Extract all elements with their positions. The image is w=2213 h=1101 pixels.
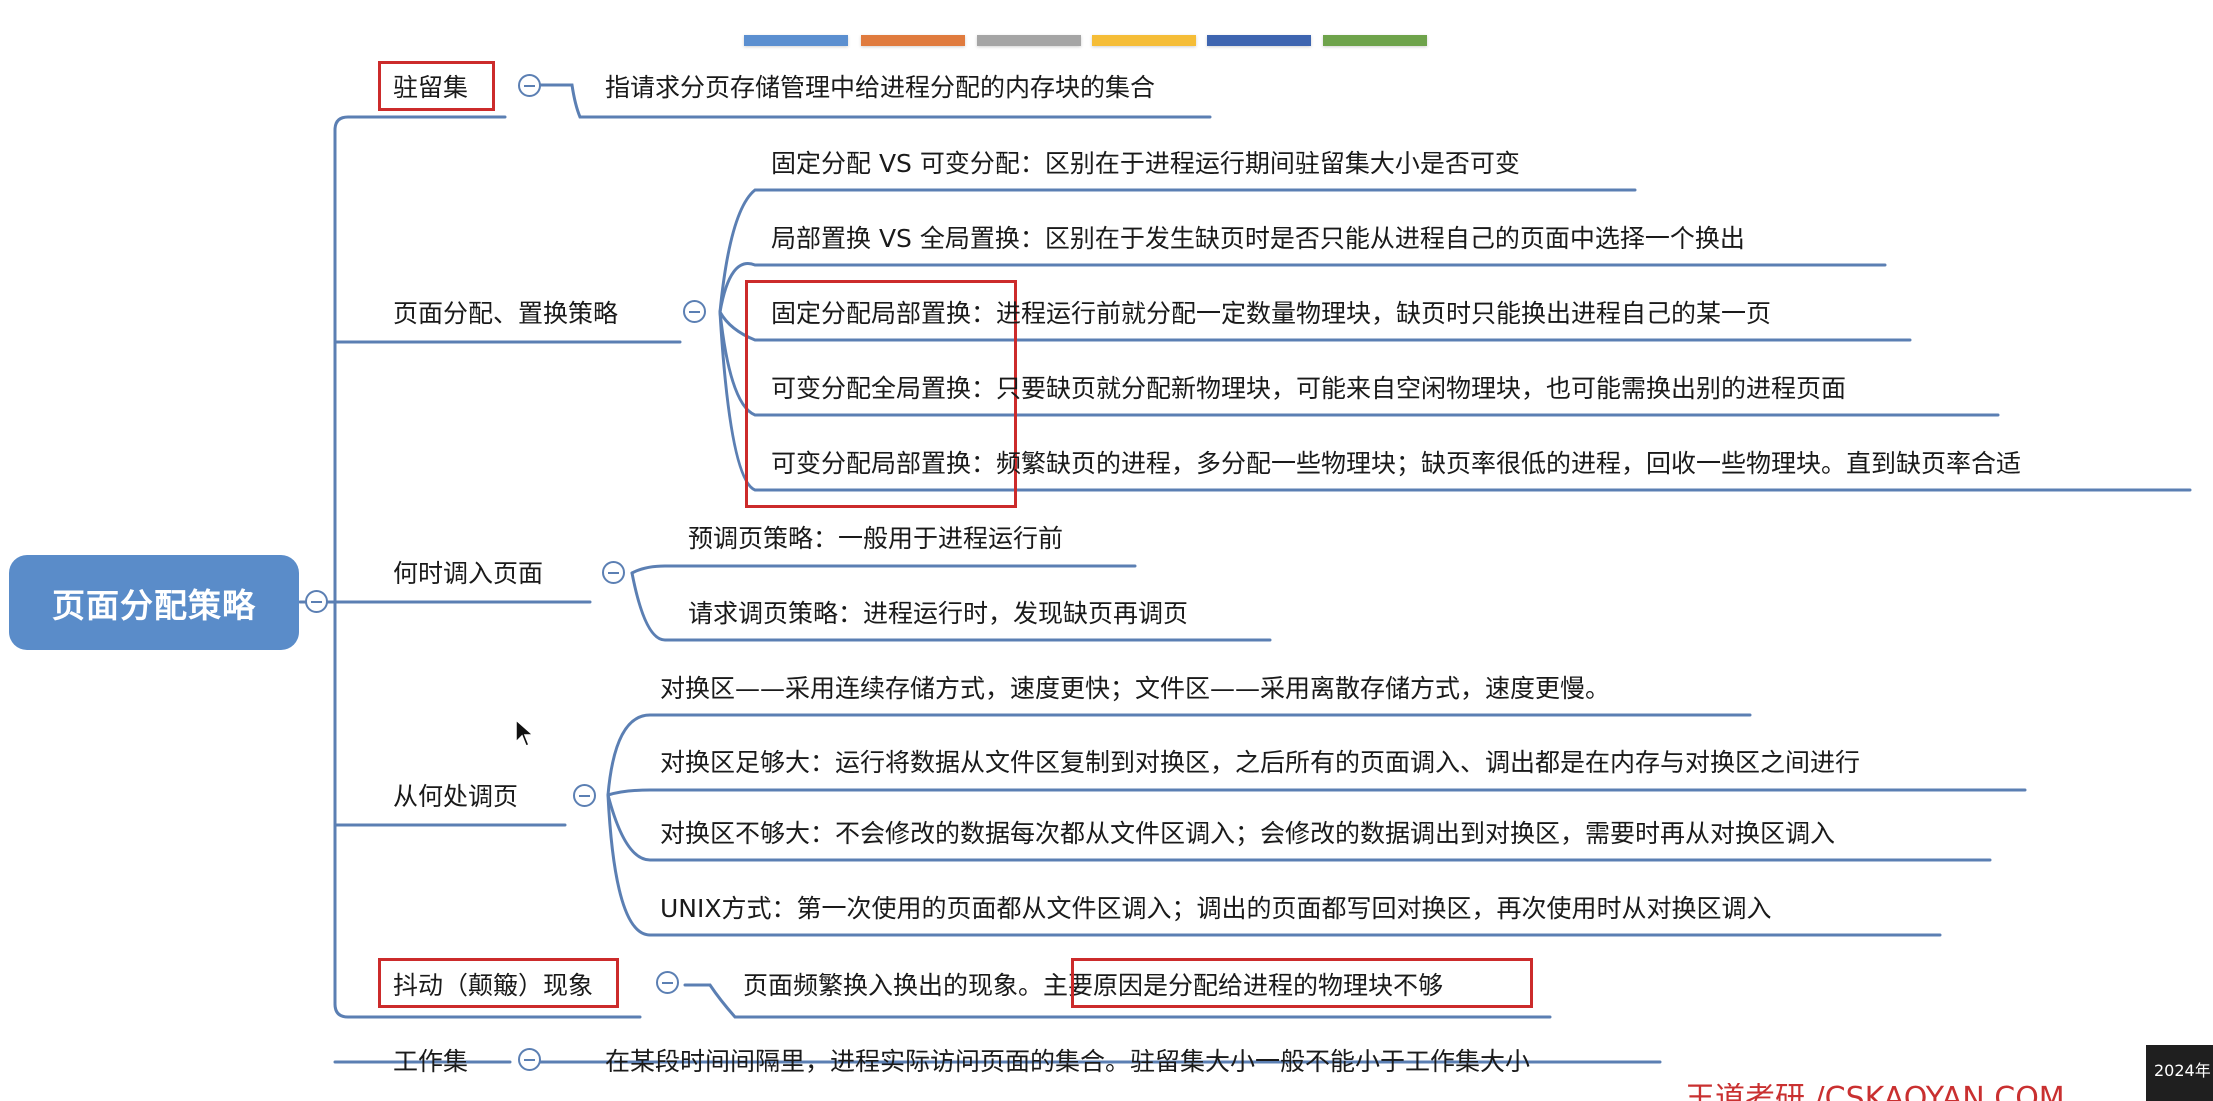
collapse-icon[interactable] — [305, 590, 328, 613]
collapse-icon[interactable] — [518, 1048, 541, 1071]
collapse-icon[interactable] — [573, 784, 596, 807]
leaf-node[interactable]: UNIX方式：第一次使用的页面都从文件区调入；调出的页面都写回对换区，再次使用时… — [660, 894, 1772, 923]
highlight-box — [378, 61, 495, 111]
branch-node[interactable]: 何时调入页面 — [393, 559, 544, 588]
palette-swatch[interactable] — [1323, 35, 1427, 46]
collapse-icon[interactable] — [518, 74, 541, 97]
leaf-node[interactable]: 局部置换 VS 全局置换：区别在于发生缺页时是否只能从进程自己的页面中选择一个换… — [771, 224, 1745, 253]
collapse-icon[interactable] — [683, 300, 706, 323]
mouse-cursor-icon — [515, 718, 535, 747]
root-node[interactable]: 页面分配策略 — [9, 555, 299, 650]
branch-node[interactable]: 页面分配、置换策略 — [393, 299, 619, 328]
collapse-icon[interactable] — [656, 971, 679, 994]
leaf-node[interactable]: 可变分配全局置换：只要缺页就分配新物理块，可能来自空闲物理块，也可能需换出别的进… — [771, 374, 1847, 403]
palette-swatch[interactable] — [977, 35, 1081, 46]
highlight-box — [1071, 958, 1533, 1008]
leaf-node[interactable]: 对换区——采用连续存储方式，速度更快；文件区——采用离散存储方式，速度更慢。 — [660, 674, 1611, 703]
leaf-node[interactable]: 预调页策略：一般用于进程运行前 — [688, 524, 1064, 553]
branch-node[interactable]: 从何处调页 — [393, 782, 519, 811]
leaf-node[interactable]: 对换区不够大：不会修改的数据每次都从文件区调入；会修改的数据调出到对换区，需要时… — [660, 819, 1836, 848]
leaf-node[interactable]: 对换区足够大：运行将数据从文件区复制到对换区，之后所有的页面调入、调出都是在内存… — [660, 748, 1861, 777]
branch-node[interactable]: 驻留集 — [393, 73, 469, 102]
collapse-icon[interactable] — [602, 561, 625, 584]
branch-node[interactable]: 抖动（颠簸）现象 — [393, 971, 594, 1000]
leaf-node[interactable]: 可变分配局部置换：频繁缺页的进程，多分配一些物理块；缺页率很低的进程，回收一些物… — [771, 449, 2022, 478]
watermark-text: 王道考研 /CSKAOYAN.COM — [1685, 1083, 2065, 1101]
palette-swatch[interactable] — [1207, 35, 1311, 46]
timestamp-label: 2024年 — [2146, 1045, 2213, 1101]
leaf-node[interactable]: 指请求分页存储管理中给进程分配的内存块的集合 — [605, 73, 1156, 102]
palette-swatch[interactable] — [744, 35, 848, 46]
palette-swatch[interactable] — [861, 35, 965, 46]
leaf-node[interactable]: 在某段时间间隔里，进程实际访问页面的集合。驻留集大小一般不能小于工作集大小 — [605, 1047, 1531, 1076]
highlight-box — [378, 958, 619, 1008]
leaf-node[interactable]: 固定分配 VS 可变分配：区别在于进程运行期间驻留集大小是否可变 — [771, 149, 1520, 178]
leaf-node[interactable]: 页面频繁换入换出的现象。主要原因是分配给进程的物理块不够 — [743, 971, 1444, 1000]
leaf-node[interactable]: 请求调页策略：进程运行时，发现缺页再调页 — [688, 599, 1189, 628]
leaf-node[interactable]: 固定分配局部置换：进程运行前就分配一定数量物理块，缺页时只能换出进程自己的某一页 — [771, 299, 1772, 328]
palette-swatch[interactable] — [1092, 35, 1196, 46]
highlight-box — [745, 280, 1017, 508]
branch-node[interactable]: 工作集 — [393, 1047, 469, 1076]
